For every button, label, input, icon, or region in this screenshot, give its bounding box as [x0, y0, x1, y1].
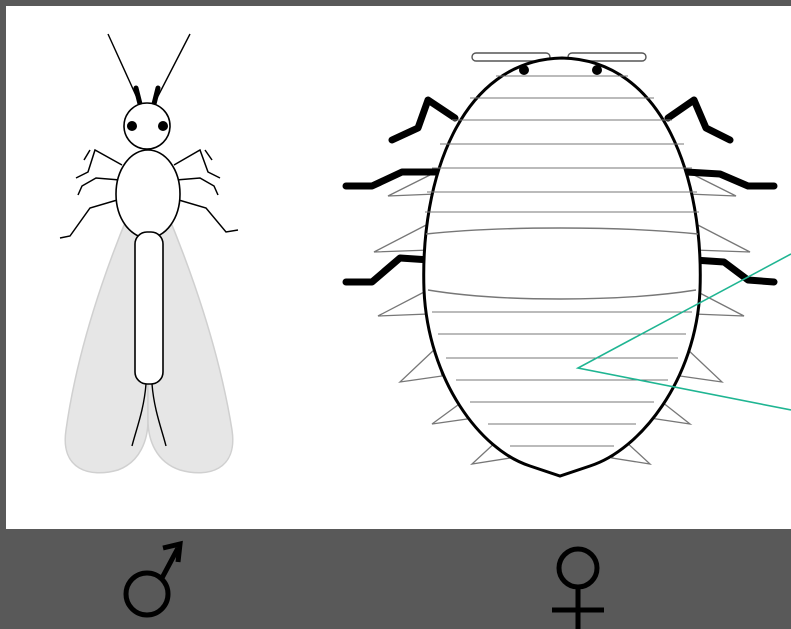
- female-symbol-icon: [552, 549, 604, 629]
- male-right-antenna: [156, 34, 190, 100]
- male-thorax: [116, 150, 180, 238]
- female-left-eye: [519, 65, 529, 75]
- male-antenna-bases: [136, 88, 158, 104]
- male-right-eye: [158, 121, 168, 131]
- male-left-antenna: [108, 34, 138, 100]
- male-abdomen: [135, 232, 163, 384]
- male-symbol-icon: [126, 544, 180, 615]
- male-insect: [60, 34, 238, 473]
- male-left-eye: [127, 121, 137, 131]
- female-right-eye: [592, 65, 602, 75]
- female-insect: [346, 53, 774, 476]
